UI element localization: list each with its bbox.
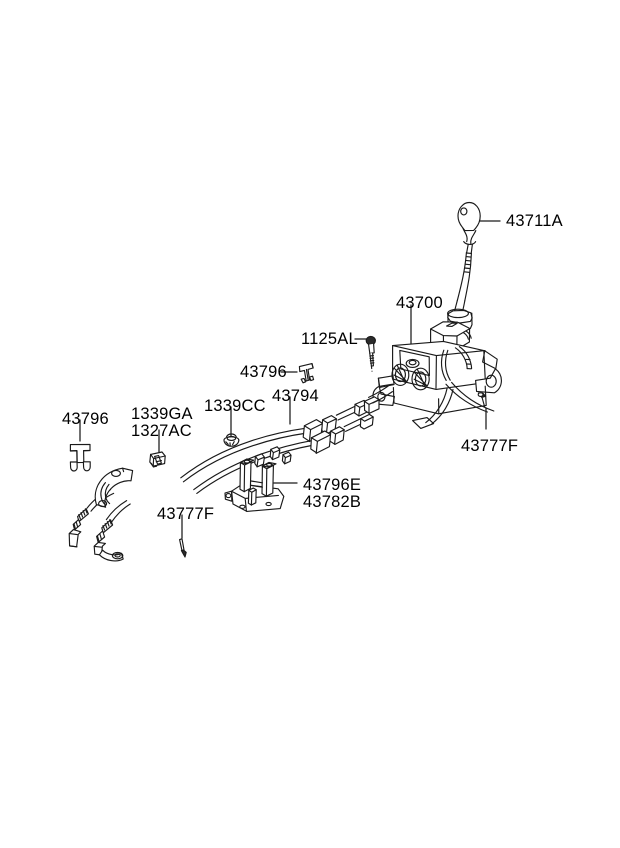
callout-label-43777F-left: 43777F	[157, 505, 215, 523]
cable-clips-art	[254, 446, 292, 468]
clip-upper-art	[298, 363, 315, 384]
shift-lever-assembly-art	[372, 308, 502, 429]
callout-label-43794: 43794	[272, 387, 319, 405]
callout-label-43796-upper: 43796	[240, 363, 287, 381]
clip-nut-art	[149, 451, 166, 468]
pin-left-art	[179, 538, 187, 558]
cable-guide-left-art	[94, 467, 134, 508]
control-cable-art	[68, 385, 393, 562]
shift-knob-art	[453, 201, 481, 314]
callout-label-1339GA: 1339GA	[131, 405, 193, 423]
callout-label-43782B: 43782B	[303, 493, 362, 511]
callout-label-43700: 43700	[396, 294, 443, 312]
clip-left-art	[69, 443, 91, 472]
callout-label-43796-left: 43796	[62, 410, 109, 428]
leader-lines	[79, 220, 501, 539]
callout-label-1339CC: 1339CC	[204, 397, 266, 415]
callout-label-1327AC: 1327AC	[131, 422, 192, 440]
callout-label-43796E: 43796E	[303, 476, 362, 494]
callout-label-43711A: 43711A	[506, 212, 563, 230]
callout-label-1125AL: 1125AL	[301, 330, 358, 348]
cable-bracket-art	[224, 458, 285, 512]
bolt-art	[365, 335, 376, 372]
callout-label-43777F-right: 43777F	[461, 437, 519, 455]
grommet-art	[223, 433, 240, 447]
pin-right-art	[477, 392, 487, 408]
